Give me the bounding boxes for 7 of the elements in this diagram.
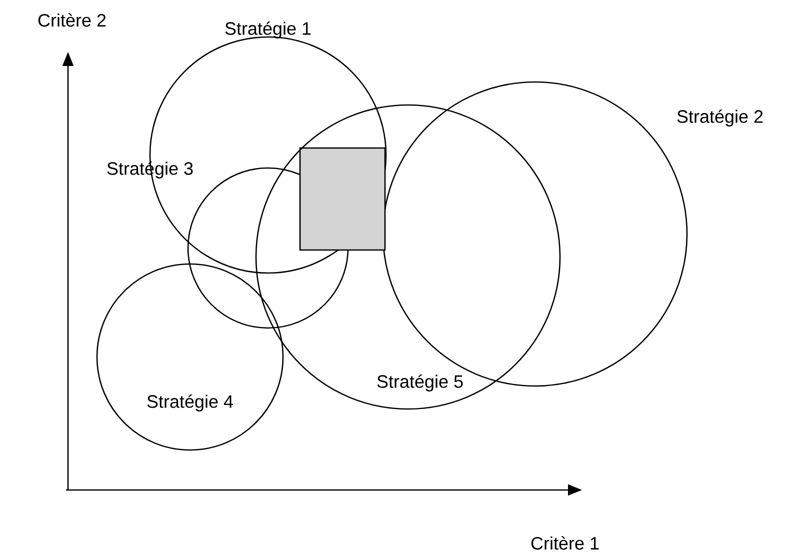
shaded-rectangle — [299, 147, 386, 251]
circle-label: Stratégie 2 — [677, 110, 763, 126]
circle-label: Stratégie 4 — [147, 394, 233, 412]
axis-label: Critère 2 — [38, 13, 106, 27]
circle-label: Stratégie 5 — [377, 374, 463, 392]
circle-label: Stratégie 1 — [225, 22, 311, 38]
axis-label: Critère 1 — [531, 536, 599, 550]
